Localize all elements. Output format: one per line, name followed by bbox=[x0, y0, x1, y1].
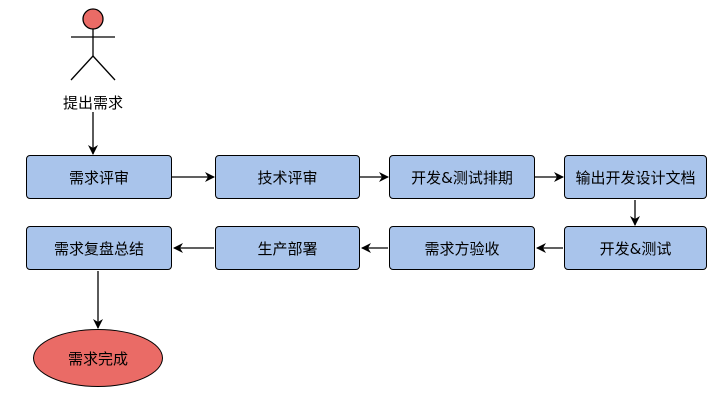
actor-left-leg bbox=[70, 55, 94, 81]
terminal-req-complete[interactable]: 需求完成 bbox=[33, 329, 163, 387]
node-retrospective[interactable]: 需求复盘总结 bbox=[26, 226, 172, 270]
node-tech-review[interactable]: 技术评审 bbox=[215, 155, 360, 199]
actor-label: 提出需求 bbox=[62, 94, 123, 112]
node-output-dev-docs[interactable]: 输出开发设计文档 bbox=[564, 155, 707, 199]
node-dev-test-schedule[interactable]: 开发&测试排期 bbox=[389, 155, 535, 199]
actor-right-leg bbox=[92, 55, 116, 81]
actor-head bbox=[82, 8, 104, 30]
node-production-deploy[interactable]: 生产部署 bbox=[215, 226, 360, 270]
node-requester-acceptance[interactable]: 需求方验收 bbox=[389, 226, 535, 270]
actor-figure bbox=[70, 8, 116, 81]
node-req-review[interactable]: 需求评审 bbox=[26, 155, 172, 199]
node-dev-test[interactable]: 开发&测试 bbox=[564, 226, 707, 270]
